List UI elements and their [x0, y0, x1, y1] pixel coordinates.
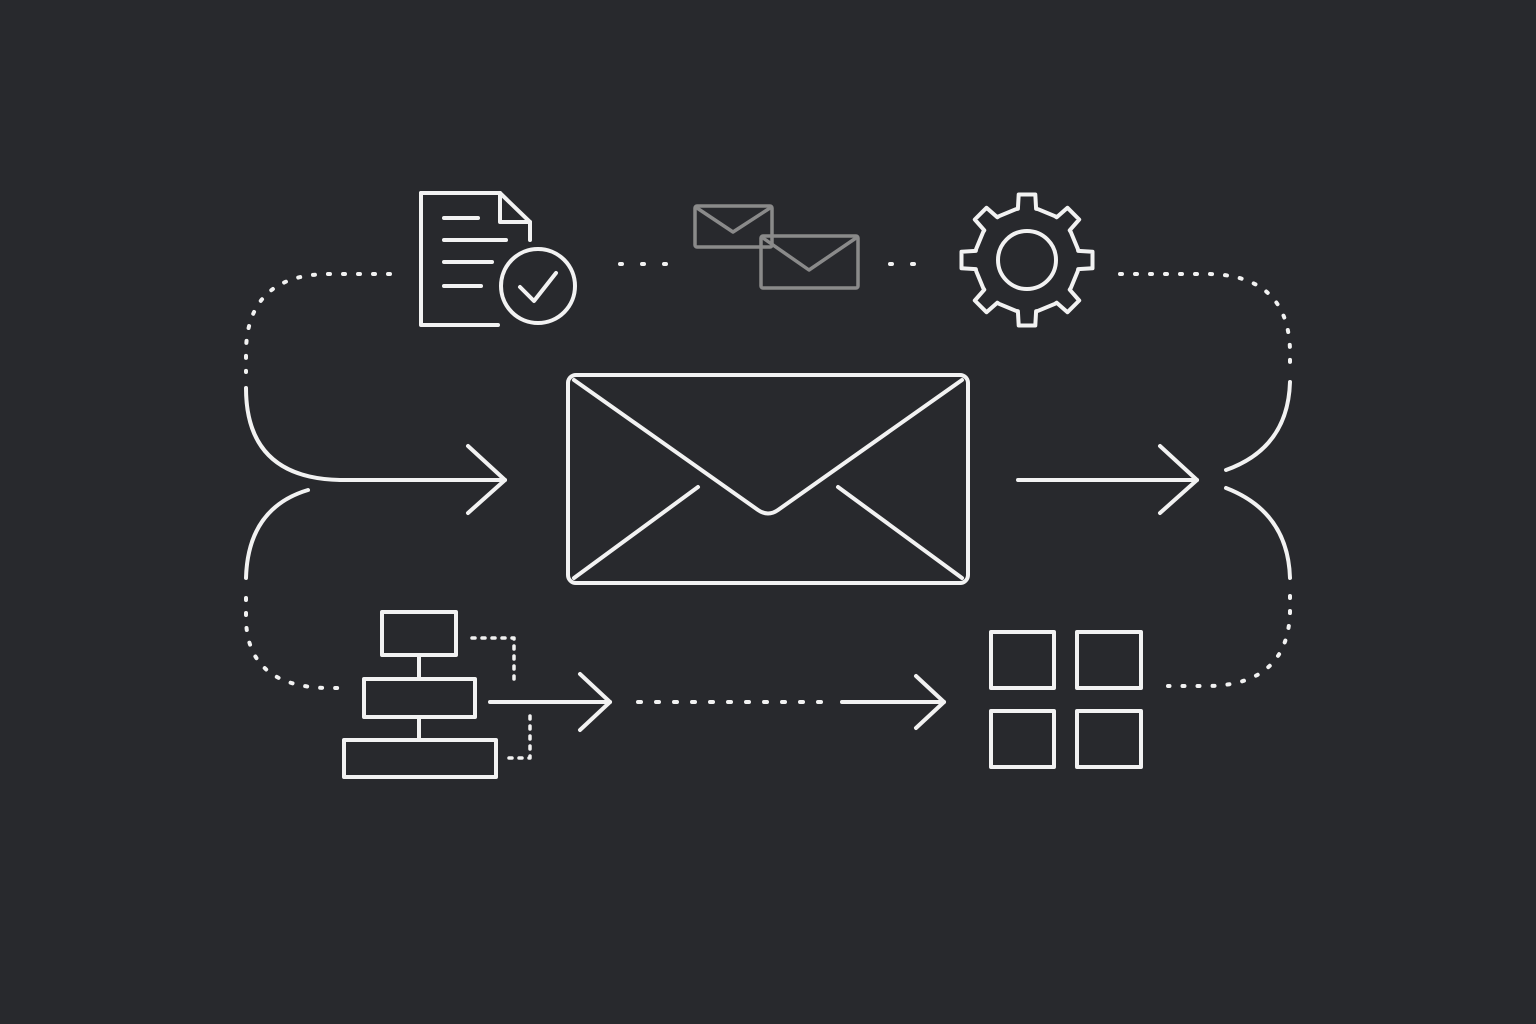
input-arrow-icon: [338, 444, 507, 515]
gear-outline: [959, 192, 1095, 328]
right-top-dotted-connector: [1118, 272, 1292, 368]
right-bottom-dotted-connector: [1166, 594, 1292, 688]
flowchart-arrow-icon: [488, 672, 612, 732]
document-check-icon: [419, 191, 577, 327]
gear-icon: [959, 192, 1095, 328]
left-lower-curve: [244, 488, 310, 580]
flowchart-blocks-icon: [342, 610, 498, 779]
envelope-icon: [566, 373, 970, 585]
left-top-dotted-connector: [244, 272, 392, 374]
grid-arrow-icon: [840, 674, 946, 730]
grid-four-squares-icon: [989, 630, 1143, 769]
output-arrow-icon: [1016, 444, 1199, 515]
left-bottom-dotted-connector: [244, 596, 352, 690]
right-lower-curve: [1224, 486, 1292, 580]
flowchart-dotted-branch-lower: [506, 714, 532, 760]
stacked-envelopes-icon: [693, 204, 860, 290]
left-upper-curve: [244, 386, 342, 482]
gear-hub: [996, 229, 1058, 291]
right-upper-curve: [1224, 380, 1292, 472]
flowchart-dotted-branch-upper: [470, 636, 516, 682]
